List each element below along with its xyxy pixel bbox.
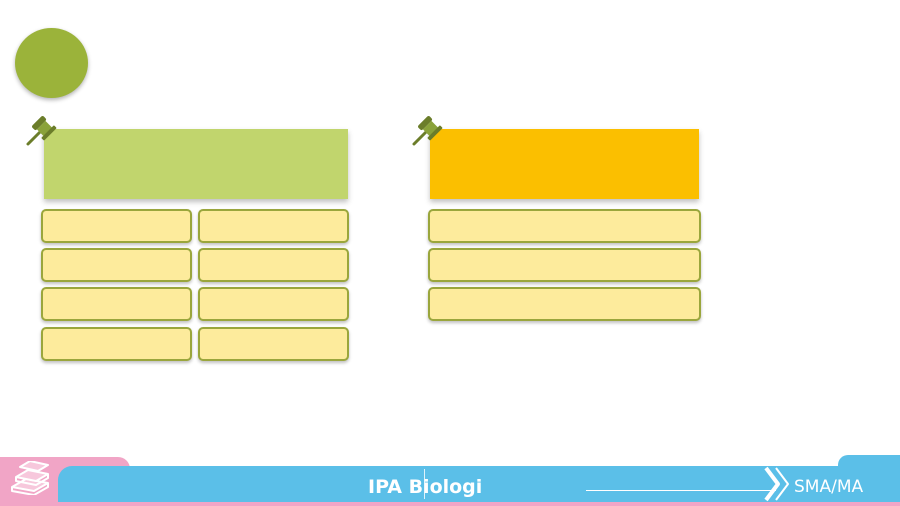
footer-school-level: SMA/MA — [794, 477, 864, 497]
left-cell-r3-c2 — [198, 287, 349, 321]
footer-blue-band — [58, 466, 900, 502]
left-cell-r3-c1 — [41, 287, 192, 321]
left-cell-r4-c1 — [41, 327, 192, 361]
right-cell-r2 — [428, 248, 701, 282]
decorative-circle — [15, 28, 88, 98]
footer-right-tab — [838, 455, 900, 469]
chevron-icon — [764, 466, 789, 502]
footer-pink-strip — [0, 499, 900, 506]
left-cell-r4-c2 — [198, 327, 349, 361]
books-icon — [11, 461, 49, 495]
footer-bar: IPA Biologi SMA/MA — [0, 455, 900, 506]
pushpin-icon — [26, 116, 57, 146]
pushpin-icon — [412, 116, 443, 146]
left-cell-r2-c2 — [198, 248, 349, 282]
footer-underline — [586, 490, 776, 491]
left-cell-r1-c2 — [198, 209, 349, 243]
left-cell-r1-c1 — [41, 209, 192, 243]
right-cell-r3 — [428, 287, 701, 321]
footer-divider — [424, 469, 425, 499]
right-card-header — [430, 129, 699, 199]
right-cell-r1 — [428, 209, 701, 243]
left-card-header — [44, 129, 348, 199]
left-cell-r2-c1 — [41, 248, 192, 282]
footer-subject-title: IPA Biologi — [368, 476, 483, 498]
